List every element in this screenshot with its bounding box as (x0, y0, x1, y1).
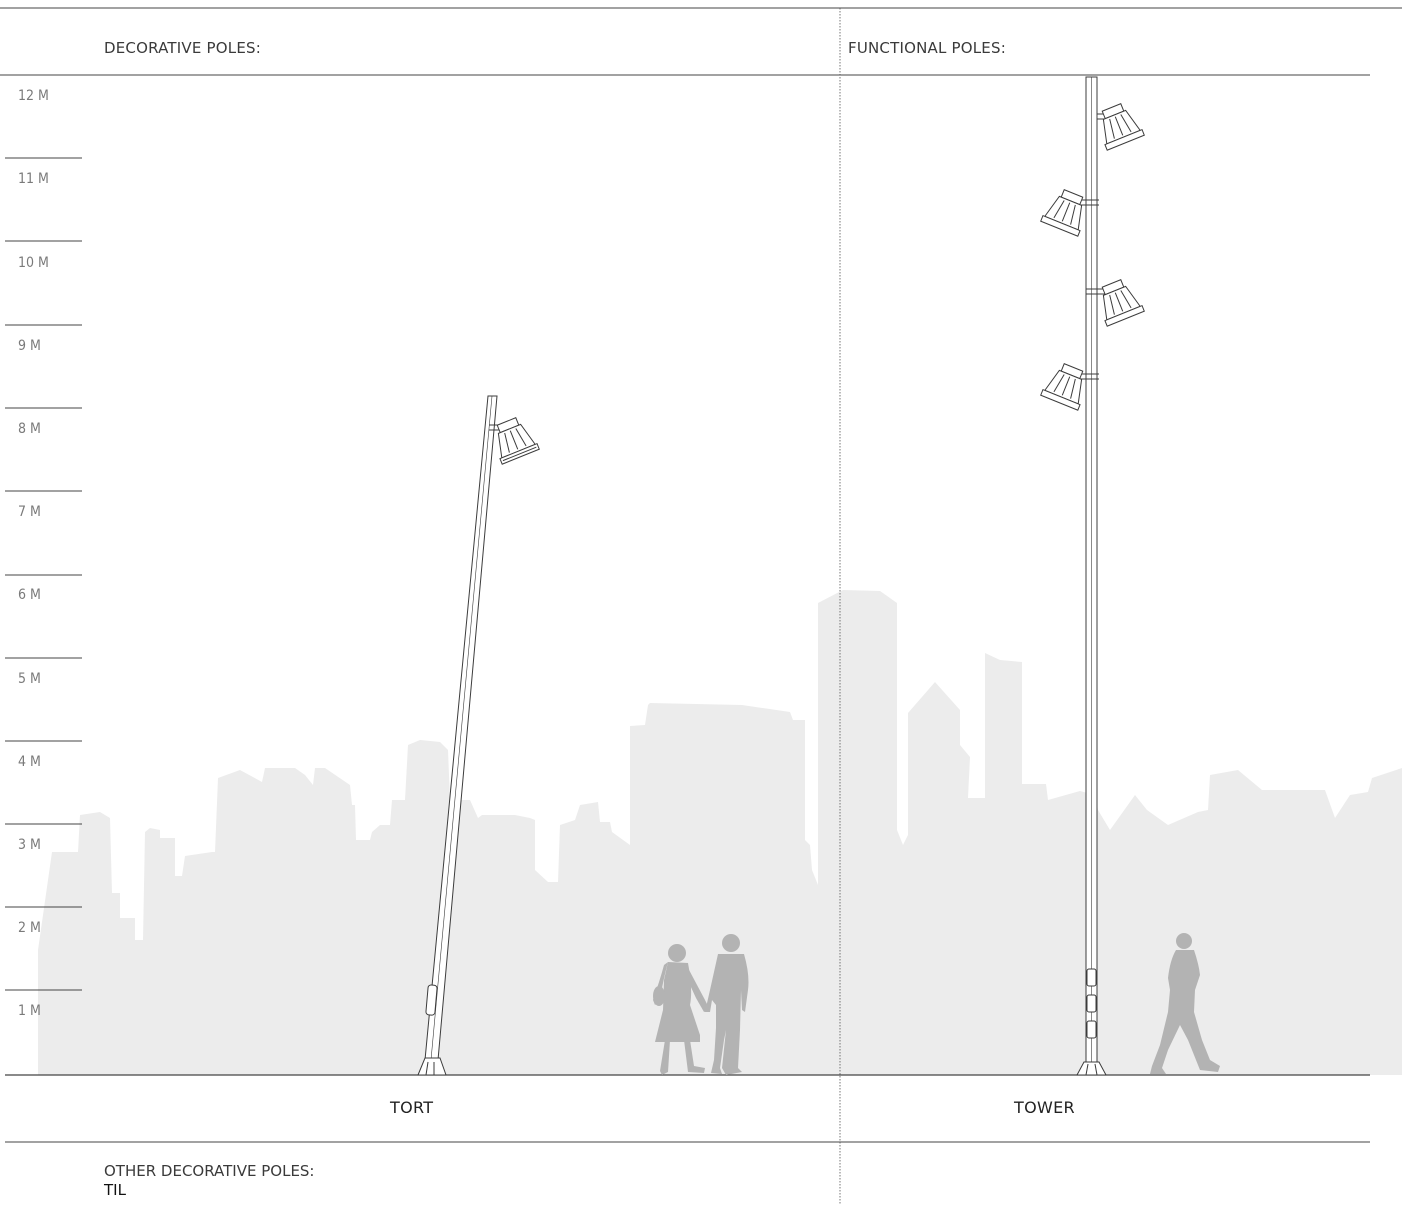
other-pole-link-til[interactable]: TIL (104, 1181, 126, 1199)
tower-luminaire-1-icon (1101, 103, 1145, 151)
scale-label-12m: 12 M (18, 88, 49, 104)
scale-label-10m: 10 M (18, 255, 49, 271)
city-skyline-silhouette (38, 590, 1402, 1075)
tower-luminaire-4-icon (1040, 363, 1084, 411)
functional-poles-header: FUNCTIONAL POLES: (848, 39, 1006, 57)
pole-name-tower[interactable]: TOWER (1014, 1098, 1075, 1117)
pole-name-tort[interactable]: TORT (390, 1098, 434, 1117)
scale-label-9m: 9 M (18, 338, 41, 354)
tower-luminaire-2-icon (1040, 189, 1084, 237)
couple-walking-silhouette (653, 934, 749, 1075)
tower-pole (1066, 76, 1118, 1076)
scale-label-11m: 11 M (18, 171, 49, 187)
scale-label-1m: 1 M (18, 1003, 41, 1019)
pedestrian-silhouette (1150, 933, 1220, 1074)
scale-label-2m: 2 M (18, 920, 41, 936)
height-scale-ticks (5, 157, 82, 991)
tort-luminaire-icon (496, 417, 540, 465)
scale-label-8m: 8 M (18, 421, 41, 437)
tort-pole (417, 395, 506, 1076)
scale-label-4m: 4 M (18, 754, 41, 770)
decorative-poles-header: DECORATIVE POLES: (104, 39, 261, 57)
scale-label-6m: 6 M (18, 587, 41, 603)
other-decorative-poles-title: OTHER DECORATIVE POLES: (104, 1162, 315, 1180)
scale-label-5m: 5 M (18, 671, 41, 687)
scale-label-7m: 7 M (18, 504, 41, 520)
tower-luminaire-3-icon (1101, 279, 1145, 327)
scale-label-3m: 3 M (18, 837, 41, 853)
